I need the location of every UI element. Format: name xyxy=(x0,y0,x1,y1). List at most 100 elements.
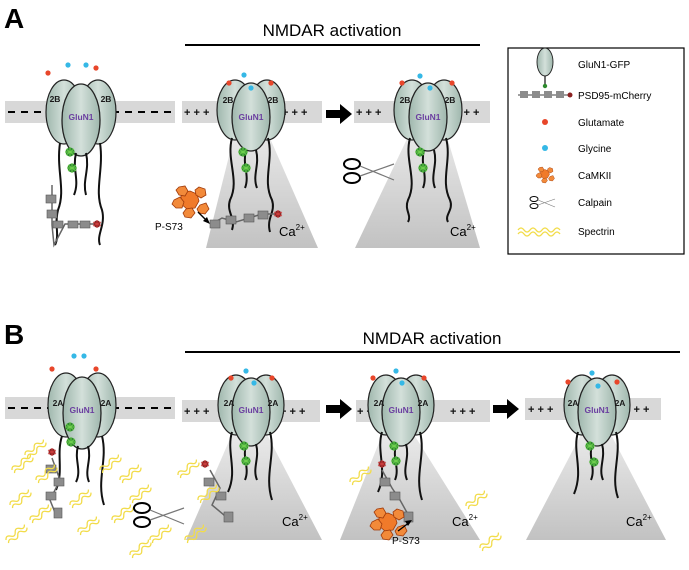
panel-a-cleaved-receptor: + + + + + + 2B 2B GluN1 Ca2+ xyxy=(343,73,490,248)
glun1-gfp-icon xyxy=(536,47,554,89)
glutamate-dot xyxy=(614,379,620,385)
camkii-cluster xyxy=(171,185,210,219)
glun1-label: GluN1 xyxy=(415,112,440,122)
glutamate-dot xyxy=(45,70,51,76)
glycine-dot xyxy=(393,368,399,374)
calcium-label: Ca2+ xyxy=(282,513,308,529)
glycine-dot xyxy=(65,62,71,68)
legend: GluN1-GFP PSD95-mCherry Glutamate Glycin… xyxy=(507,47,685,255)
glun1-label: GluN1 xyxy=(69,405,94,415)
glycine-dot xyxy=(241,72,247,78)
transition-arrow xyxy=(326,104,352,124)
panel-b-label: B xyxy=(4,319,24,350)
calpain-scissors xyxy=(133,502,185,528)
panel-a-activated-receptor: + + + + + + 2B 2B GluN1 P-S73 Ca2+ xyxy=(155,72,322,248)
glycine-dot xyxy=(417,73,423,79)
glun1-label: GluN1 xyxy=(388,405,413,415)
depolarized-membrane: + + + xyxy=(356,107,381,119)
phospho-s73-label: P-S73 xyxy=(155,222,183,233)
depolarized-membrane: + + + xyxy=(184,107,209,119)
spectrin-meshwork xyxy=(4,437,153,546)
legend-item-psd95-mcherry: PSD95-mCherry xyxy=(578,91,651,102)
panel-b-released-receptor: + + + + + + 2A 2A GluN1 Ca2+ xyxy=(525,370,666,540)
glun2a-label: 2A xyxy=(268,398,279,408)
glun1-label: GluN1 xyxy=(584,405,609,415)
glycine-dot xyxy=(589,370,595,376)
glycine-dot xyxy=(427,85,433,91)
panel-a-activation-title: NMDAR activation xyxy=(263,21,402,40)
depolarized-membrane: + + + xyxy=(450,406,475,418)
spectrin-icon xyxy=(517,227,561,237)
panel-b-resting-receptor: 2A 2A GluN1 xyxy=(4,353,175,546)
glun2b-label: 2B xyxy=(445,95,456,105)
glutamate-icon xyxy=(542,119,548,125)
transition-arrow xyxy=(493,399,519,419)
legend-item-glutamate: Glutamate xyxy=(578,118,625,129)
depolarized-membrane: + + + xyxy=(280,406,305,418)
phospho-s73-label: P-S73 xyxy=(392,536,420,547)
glun2a-label: 2A xyxy=(615,398,626,408)
calcium-cone xyxy=(526,425,666,540)
glutamate-dot xyxy=(228,375,234,381)
glutamate-dot xyxy=(370,375,376,381)
legend-item-glycine: Glycine xyxy=(578,144,612,155)
glutamate-dot xyxy=(268,80,274,86)
depolarized-membrane: + + + xyxy=(282,107,307,119)
glun2b-label: 2B xyxy=(223,95,234,105)
glun2b-label: 2B xyxy=(101,94,112,104)
calcium-label: Ca2+ xyxy=(279,223,305,239)
calcium-label: Ca2+ xyxy=(452,513,478,529)
glun2a-label: 2A xyxy=(374,398,385,408)
psd95-mcherry-icon xyxy=(518,91,573,98)
glun2a-label: 2A xyxy=(418,398,429,408)
panel-b-activated-receptor: + + + + + + 2A 2A GluN1 xyxy=(128,368,322,561)
transition-arrow xyxy=(326,399,352,419)
glycine-dot xyxy=(71,353,77,359)
depolarized-membrane: + + + xyxy=(184,406,209,418)
glutamate-dot xyxy=(565,379,571,385)
glutamate-dot xyxy=(421,375,427,381)
calcium-label: Ca2+ xyxy=(450,223,476,239)
glycine-dot xyxy=(81,353,87,359)
glun2b-label: 2B xyxy=(400,95,411,105)
glycine-dot xyxy=(243,368,249,374)
calcium-cone xyxy=(355,120,480,248)
glun2b-label: 2B xyxy=(50,94,61,104)
psd95-chain xyxy=(200,459,234,523)
legend-box xyxy=(507,47,685,255)
glutamate-dot xyxy=(449,80,455,86)
glycine-icon xyxy=(542,145,548,151)
psd95-chain xyxy=(377,459,414,523)
calcium-label: Ca2+ xyxy=(626,513,652,529)
glutamate-dot xyxy=(399,80,405,86)
glutamate-dot xyxy=(93,366,99,372)
glun1-label: GluN1 xyxy=(68,112,93,122)
glutamate-dot xyxy=(93,65,99,71)
glun2b-label: 2B xyxy=(268,95,279,105)
legend-item-spectrin: Spectrin xyxy=(578,227,615,238)
psd95-chain xyxy=(45,185,102,248)
legend-item-glun1-gfp: GluN1-GFP xyxy=(578,60,631,71)
glycine-dot xyxy=(83,62,89,68)
panel-b-activation-title: NMDAR activation xyxy=(363,329,502,348)
glun1-label: GluN1 xyxy=(238,112,263,122)
depolarized-membrane: + + + xyxy=(528,404,553,416)
panel-b-phosphorylated-receptor: + + + + + + 2A 2A GluN1 xyxy=(340,368,503,554)
glun2a-label: 2A xyxy=(101,398,112,408)
glun1-label: GluN1 xyxy=(238,405,263,415)
glycine-dot xyxy=(251,380,257,386)
glycine-dot xyxy=(595,383,601,389)
glycine-dot xyxy=(248,85,254,91)
glycine-dot xyxy=(399,380,405,386)
legend-item-calpain: Calpain xyxy=(578,198,612,209)
calpain-scissors xyxy=(343,158,395,184)
glutamate-dot xyxy=(226,80,232,86)
psd95-chain xyxy=(209,209,283,229)
panel-a-resting-receptor: 2B 2B GluN1 xyxy=(5,62,175,248)
glun2a-label: 2A xyxy=(224,398,235,408)
legend-item-camkii: CaMKII xyxy=(578,171,611,182)
glun2a-label: 2A xyxy=(568,398,579,408)
panel-a-label: A xyxy=(4,3,24,34)
glutamate-dot xyxy=(49,366,55,372)
